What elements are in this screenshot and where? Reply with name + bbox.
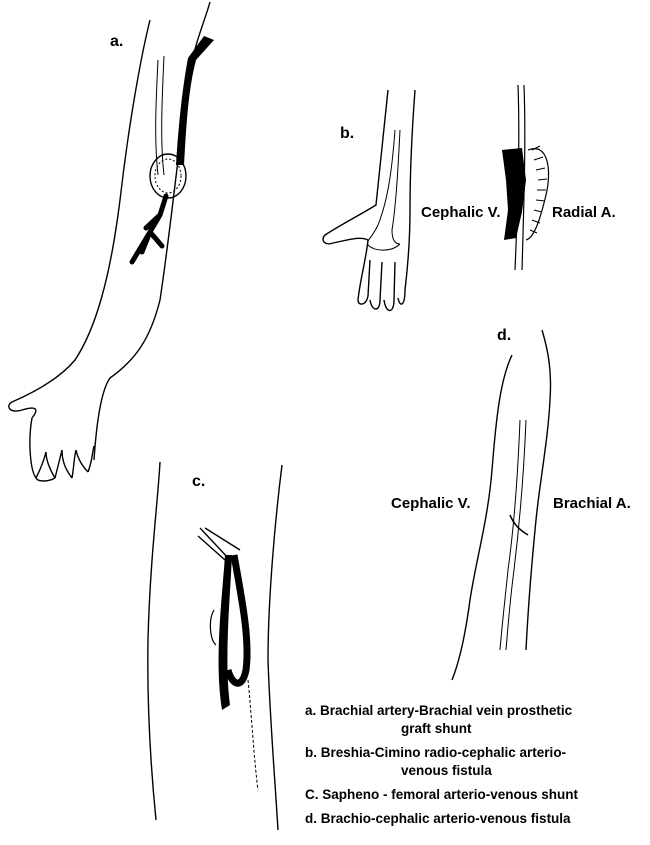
legend-item-c: C. Sapheno - femoral arterio-venous shun… [305, 786, 650, 804]
panel-a-letter: a. [110, 33, 123, 51]
panel-d-vein-label: Cephalic V. [391, 495, 470, 512]
arm-a-illustration [9, 2, 210, 481]
legend-item-b-line2: venous fistula [305, 762, 650, 780]
panel-d-letter: d. [497, 327, 511, 345]
panel-c-letter: c. [192, 473, 205, 491]
legend-item-c-line1: C. Sapheno - femoral arterio-venous shun… [305, 786, 650, 804]
leg-c-illustration [148, 462, 282, 830]
shunt-c-detail [210, 555, 258, 790]
legend-item-b-line1: b. Breshia-Cimino radio-cephalic arterio… [305, 744, 650, 762]
panel-d-artery-label: Brachial A. [553, 495, 631, 512]
legend: a. Brachial artery-Brachial vein prosthe… [305, 702, 650, 828]
legend-item-a: a. Brachial artery-Brachial vein prosthe… [305, 702, 650, 738]
hand-b-illustration [323, 90, 415, 311]
legend-item-a-line1: a. Brachial artery-Brachial vein prosthe… [305, 702, 650, 720]
panel-b-vein-label: Cephalic V. [421, 204, 500, 221]
panel-b-artery-label: Radial A. [552, 204, 616, 221]
legend-item-a-line2: graft shunt [305, 720, 650, 738]
legend-item-b: b. Breshia-Cimino radio-cephalic arterio… [305, 744, 650, 780]
panel-b-letter: b. [340, 125, 354, 143]
legend-item-d-line1: d. Brachio-cephalic arterio-venous fistu… [305, 810, 650, 828]
legend-item-d: d. Brachio-cephalic arterio-venous fistu… [305, 810, 650, 828]
fistula-b-detail [502, 85, 549, 270]
graft-shunt-a [132, 36, 214, 262]
